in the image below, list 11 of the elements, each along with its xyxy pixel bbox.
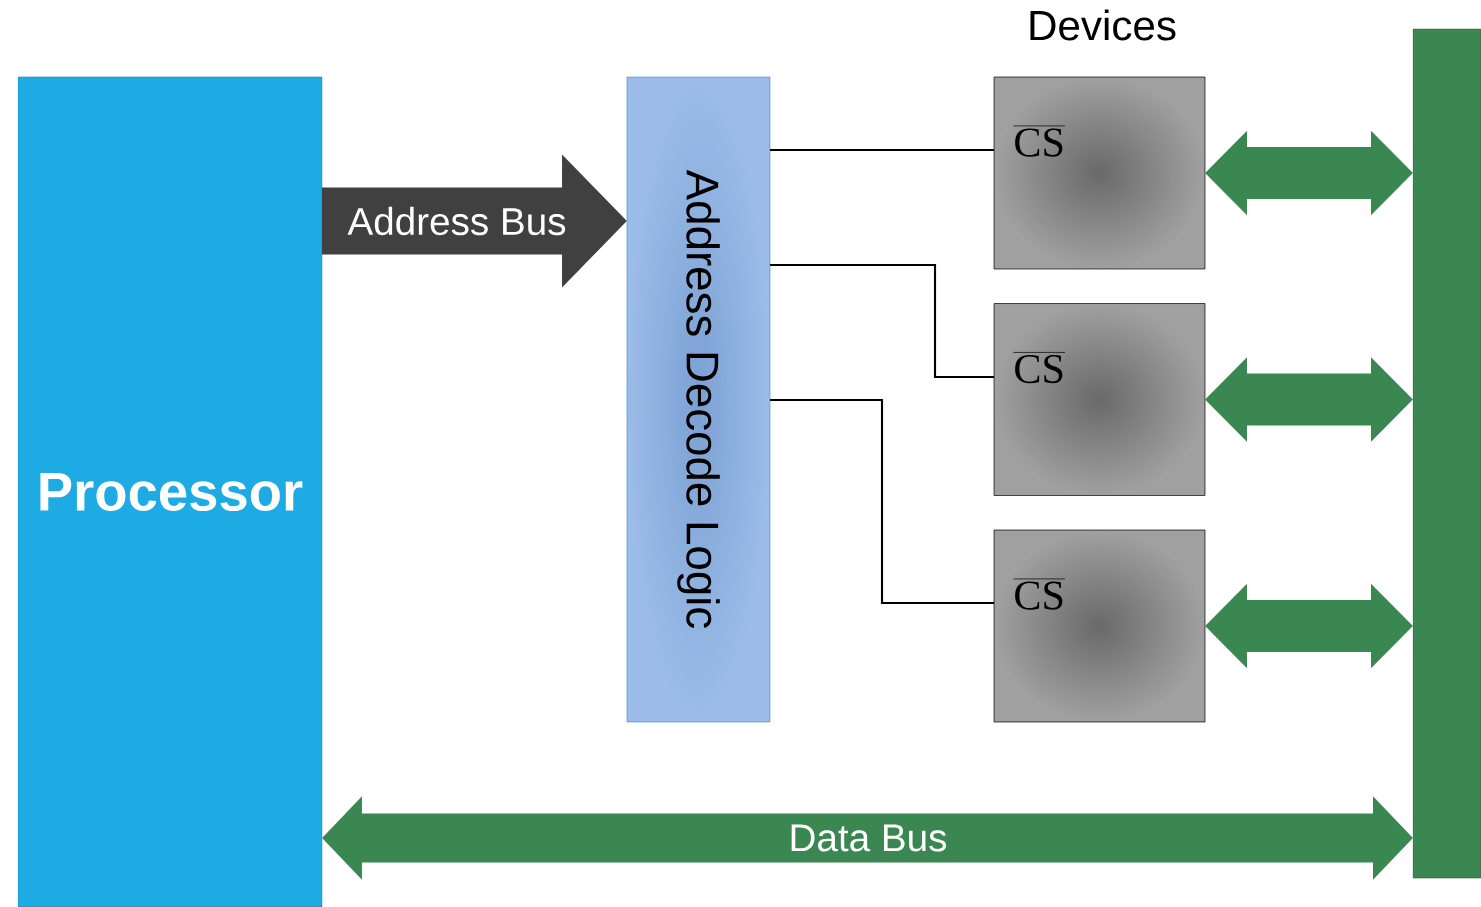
device-box: CS — [993, 529, 1206, 723]
device-box: CS — [993, 76, 1206, 270]
edge-label: Address Bus — [345, 205, 569, 237]
device-box: CS — [993, 303, 1206, 496]
bus-bar — [1412, 28, 1481, 879]
connector-line — [770, 148, 995, 152]
connector-line — [770, 398, 995, 605]
processor-box: Processor — [17, 76, 323, 907]
edge-label: Data Bus — [786, 822, 950, 854]
decode-logic-box: Address Decode Logic — [626, 76, 771, 723]
connector-line — [770, 263, 995, 379]
